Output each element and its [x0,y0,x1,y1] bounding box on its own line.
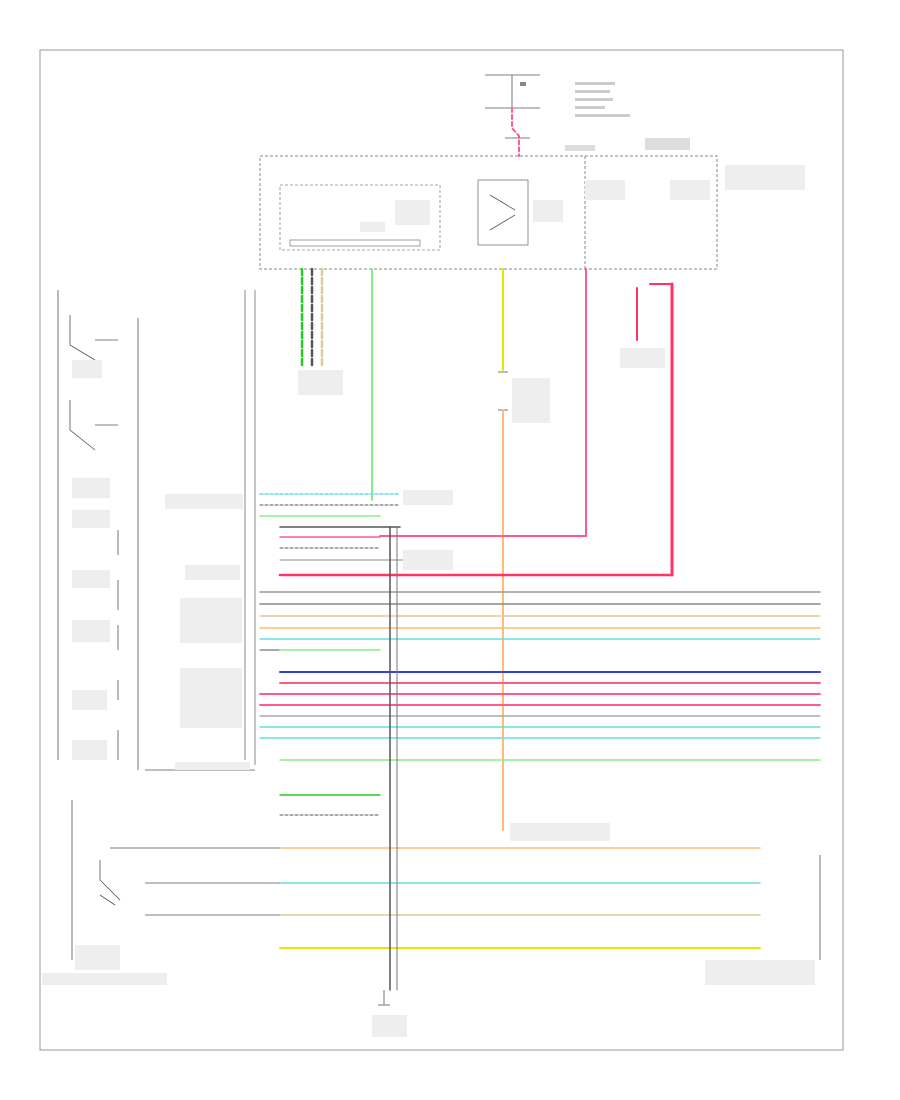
mode-switch [42,800,167,985]
module-output-wires [298,267,674,831]
ground-trunk [372,526,407,1037]
connector-block [165,290,256,770]
right-connector [403,490,821,985]
fuse-feed [485,74,630,157]
left-sensor-panel [57,290,255,771]
diagram-frame [39,49,844,1051]
control-module [259,138,805,270]
horizontal-wires [110,493,821,949]
